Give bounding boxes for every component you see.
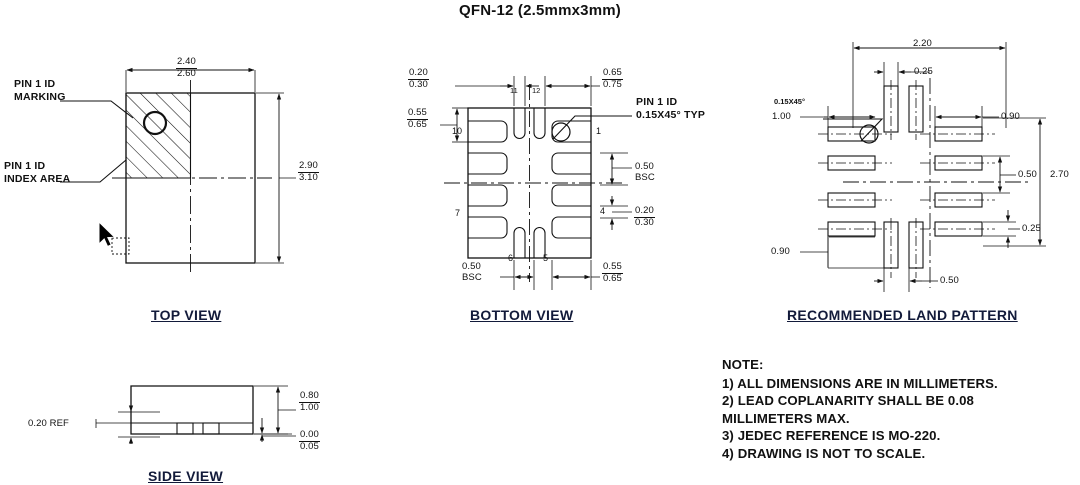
dim-bottom-pad-width-top: 0.20 0.30: [408, 67, 429, 90]
dim-side-body-height: 0.80 1.00: [299, 390, 320, 413]
label-top-view: TOP VIEW: [151, 307, 222, 323]
bottom-view-geometry: [440, 76, 632, 290]
note-item: 2) LEAD COPLANARITY SHALL BE 0.08: [722, 393, 974, 408]
dim-top-width: 2.40 2.60: [176, 56, 197, 79]
dim-land-overall-height: 2.70: [1050, 169, 1069, 180]
dim-land-bottom-pitch: 0.50: [940, 275, 959, 286]
pin-number-6: 6: [508, 253, 514, 263]
notes-block: NOTE: 1) ALL DIMENSIONS ARE IN MILLIMETE…: [722, 356, 1072, 462]
note-item: 4) DRAWING IS NOT TO SCALE.: [722, 445, 926, 461]
label-land-pattern: RECOMMENDED LAND PATTERN: [787, 307, 1018, 323]
pin-number-12: 12: [532, 86, 541, 95]
notes-heading: NOTE:: [722, 357, 764, 372]
note-item: 1) ALL DIMENSIONS ARE IN MILLIMETERS.: [722, 375, 998, 391]
pin-number-5: 5: [543, 253, 549, 263]
dim-bottom-corner-bottom-right: 0.55 0.65: [602, 261, 623, 284]
page-title: QFN-12 (2.5mmx3mm): [459, 2, 621, 19]
mouse-cursor: [98, 220, 116, 248]
top-view-geometry: [60, 67, 296, 276]
dim-land-bottom-offset: 0.90: [771, 246, 790, 257]
dim-bottom-pitch-bottom: 0.50 BSC: [462, 261, 482, 283]
dim-side-lead-ref: 0.20 REF: [28, 418, 69, 429]
dim-top-height: 2.90 3.10: [298, 160, 319, 183]
label-bottom-view: BOTTOM VIEW: [470, 307, 574, 323]
dim-bottom-pad-width-right: 0.20 0.30: [634, 205, 655, 228]
callout-pin1-id-marking: PIN 1 ID MARKING: [14, 78, 66, 103]
note-item: 3) JEDEC REFERENCE IS MO-220.: [722, 428, 941, 443]
dim-bottom-corner-top-right: 0.65 0.75: [602, 67, 623, 90]
dim-land-overall-width: 2.20: [913, 38, 932, 49]
callout-line1: PIN 1 ID: [4, 160, 46, 172]
dim-land-pad-length-right: 0.90: [1001, 111, 1020, 122]
dim-land-pad-width: 0.25: [1022, 223, 1041, 234]
note-item: MILLIMETERS MAX.: [722, 410, 850, 426]
label-side-view: SIDE VIEW: [148, 468, 224, 484]
callout-line1: PIN 1 ID: [14, 78, 56, 90]
callout-pin1-id-index-area: PIN 1 ID INDEX AREA: [4, 160, 70, 185]
callout-line2: MARKING: [14, 90, 66, 103]
dim-bottom-pad-left-top: 0.55 0.65: [407, 107, 428, 130]
side-view-geometry: [95, 385, 296, 444]
dim-land-pad-gap-top: 0.25: [914, 66, 933, 77]
land-pattern-geometry: [800, 42, 1046, 292]
dim-land-left-offset: 1.00: [772, 111, 791, 122]
dim-side-standoff: 0.00 0.05: [299, 429, 320, 452]
callout-land-chamfer: 0.15X45°: [774, 97, 805, 106]
dim-land-pitch: 0.50: [1018, 169, 1037, 180]
pin-number-4: 4: [600, 206, 606, 216]
callout-line1: PIN 1 ID: [636, 96, 678, 108]
pin-number-1: 1: [596, 126, 602, 136]
callout-line2: INDEX AREA: [4, 172, 71, 185]
callout-pin1-id-chamfer: PIN 1 ID 0.15X45° TYP: [636, 96, 705, 121]
pin-number-11: 11: [510, 86, 518, 95]
pin-number-7: 7: [455, 208, 461, 218]
dim-bottom-pitch-right: 0.50 BSC: [635, 161, 655, 183]
callout-line2: 0.15X45° TYP: [636, 108, 706, 121]
pin-number-10: 10: [452, 126, 463, 136]
